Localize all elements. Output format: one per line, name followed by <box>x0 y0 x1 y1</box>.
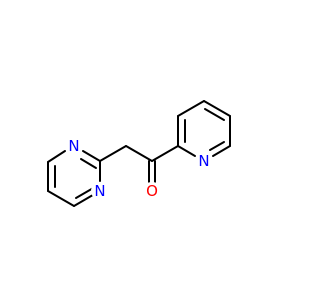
atom-label-n3: N <box>198 152 209 170</box>
atom-labels: N N O N <box>65 137 213 200</box>
bond <box>209 141 225 151</box>
bonds <box>47 100 231 207</box>
atom-label-o1: O <box>146 182 158 200</box>
bond <box>99 145 127 162</box>
bond <box>82 150 101 162</box>
bond <box>204 108 225 121</box>
bond <box>177 100 205 117</box>
atom-label-n2: N <box>94 182 105 200</box>
bond <box>151 145 179 162</box>
nitrogen-atom: N <box>91 182 109 200</box>
bond <box>47 150 66 163</box>
molecule-structure: N N O N <box>47 100 231 207</box>
bond <box>203 100 231 117</box>
bond <box>125 145 153 162</box>
nitrogen-atom: N <box>195 152 213 170</box>
oxygen-atom: O <box>143 182 161 200</box>
bond <box>47 190 75 207</box>
bond <box>177 145 196 157</box>
nitrogen-atom: N <box>65 137 83 155</box>
bond <box>212 145 231 157</box>
atom-label-n1: N <box>68 137 79 155</box>
bond <box>80 158 97 169</box>
